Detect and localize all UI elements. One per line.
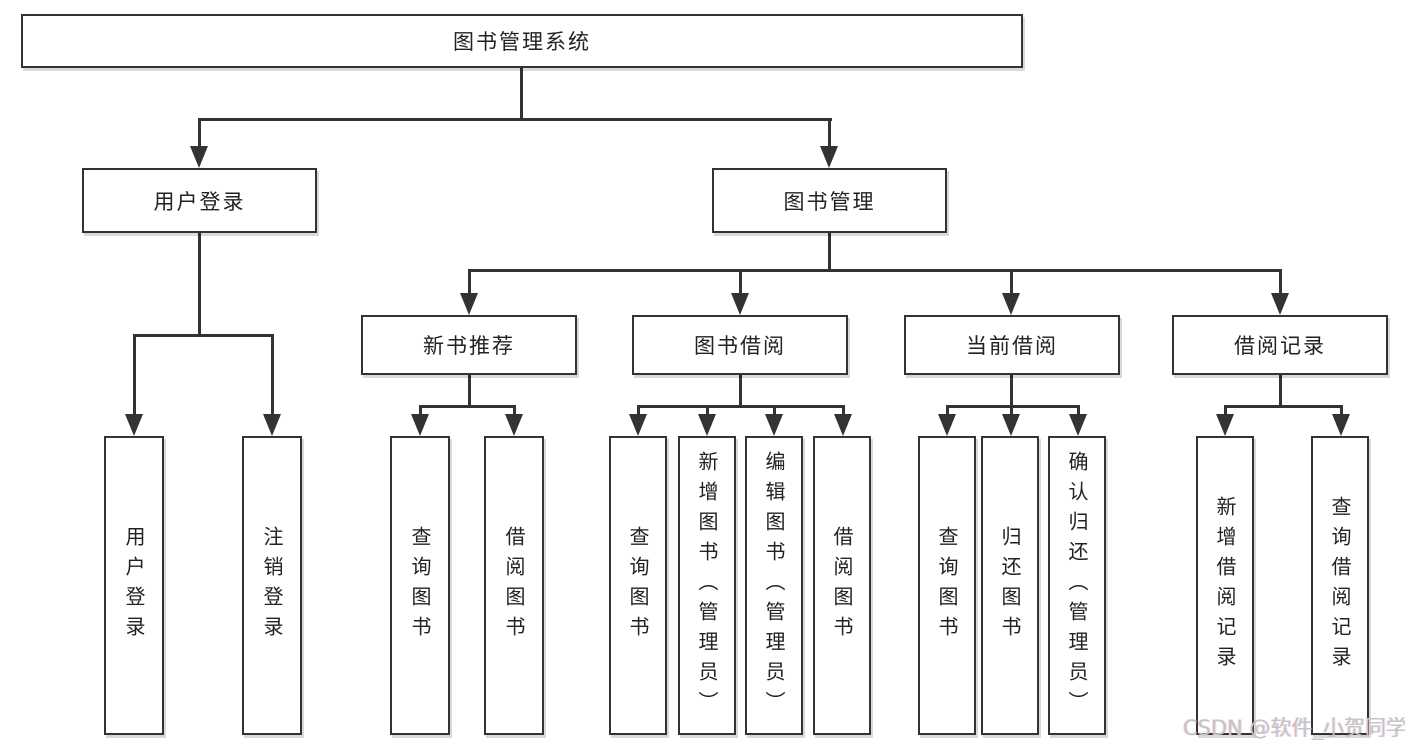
connector-level2-bar (198, 118, 832, 121)
connector-leaf-stem (773, 405, 776, 416)
connector-leaf-stem (419, 405, 422, 416)
leaf-current-search: 查询图书 (918, 436, 976, 735)
arrowhead-leaf (698, 414, 716, 436)
arrowhead-leaf (1069, 414, 1087, 436)
watermark: CSDN @软件_小贺同学 (1183, 716, 1405, 740)
connector-leaf-stem (637, 405, 640, 416)
connector-book-borrow-stem (739, 375, 742, 408)
arrowhead-leaf (1216, 414, 1234, 436)
leaf-records-add: 新增借阅记录 (1196, 436, 1254, 735)
connector-leaf-stem (1224, 405, 1227, 416)
connector-leaf-stem (513, 405, 516, 416)
connector-current-borrow-bar (946, 405, 1080, 408)
connector-user-login-stem (198, 233, 201, 337)
arrowhead-book-mgmt (820, 146, 838, 168)
connector-leaf-stem (1340, 405, 1343, 416)
node-borrow-records: 借阅记录 (1172, 315, 1388, 375)
connector-to-leaf-logout (271, 334, 274, 416)
arrowhead-leaf-login (125, 414, 143, 436)
leaf-records-search: 查询借阅记录 (1311, 436, 1369, 735)
connector-leaf-stem (842, 405, 845, 416)
leaf-borrow-search: 查询图书 (609, 436, 667, 735)
connector-book-mgmt-stem (828, 233, 831, 272)
connector-to-leaf-login (133, 334, 136, 416)
leaf-borrow-add-admin: 新增图书（管理员） (678, 436, 736, 735)
connector-new-books-bar (419, 405, 516, 408)
arrowhead-book-borrow (731, 293, 749, 315)
arrowhead-leaf (834, 414, 852, 436)
connector-root-stem (520, 67, 523, 120)
connector-user-login-bar (133, 334, 274, 337)
arrowhead-user-login (190, 146, 208, 168)
node-user-login: 用户登录 (82, 168, 317, 233)
node-book-borrow: 图书借阅 (632, 315, 848, 375)
arrowhead-leaf (629, 414, 647, 436)
arrowhead-leaf (938, 414, 956, 436)
arrowhead-leaf-logout (263, 414, 281, 436)
leaf-borrow-edit-admin: 编辑图书（管理员） (745, 436, 803, 735)
leaf-new-books-borrow: 借阅图书 (484, 436, 544, 735)
arrowhead-leaf (1332, 414, 1350, 436)
connector-to-book-borrow (739, 269, 742, 295)
node-new-books: 新书推荐 (361, 315, 577, 375)
arrowhead-leaf (1002, 414, 1020, 436)
node-book-mgmt: 图书管理 (712, 168, 947, 233)
leaf-current-confirm-return-admin: 确认归还（管理员） (1048, 436, 1106, 735)
arrowhead-leaf (765, 414, 783, 436)
arrowhead-current-borrow (1002, 293, 1020, 315)
connector-leaf-stem (1010, 405, 1013, 416)
leaf-borrow-borrow: 借阅图书 (813, 436, 871, 735)
connector-borrow-records-stem (1279, 375, 1282, 408)
connector-leaf-stem (706, 405, 709, 416)
connector-new-books-stem (468, 375, 471, 408)
leaf-logout: 注销登录 (242, 436, 302, 735)
leaf-user-login: 用户登录 (104, 436, 164, 735)
connector-leaf-stem (1077, 405, 1080, 416)
connector-current-borrow-stem (1010, 375, 1013, 408)
arrowhead-new-books (460, 293, 478, 315)
arrowhead-borrow-records (1271, 293, 1289, 315)
arrowhead-leaf (505, 414, 523, 436)
connector-to-current-borrow (1010, 269, 1013, 295)
connector-to-new-books (468, 269, 471, 295)
connector-borrow-records-bar (1224, 405, 1343, 408)
connector-to-book-mgmt (828, 118, 831, 148)
connector-to-user-login (198, 118, 201, 148)
arrowhead-leaf (411, 414, 429, 436)
node-current-borrow: 当前借阅 (904, 315, 1120, 375)
node-root: 图书管理系统 (21, 14, 1023, 68)
connector-book-borrow-bar (637, 405, 845, 408)
connector-to-borrow-records (1279, 269, 1282, 295)
leaf-new-books-search: 查询图书 (390, 436, 450, 735)
leaf-current-return: 归还图书 (981, 436, 1039, 735)
connector-leaf-stem (946, 405, 949, 416)
connector-level3-bar (468, 269, 1282, 272)
